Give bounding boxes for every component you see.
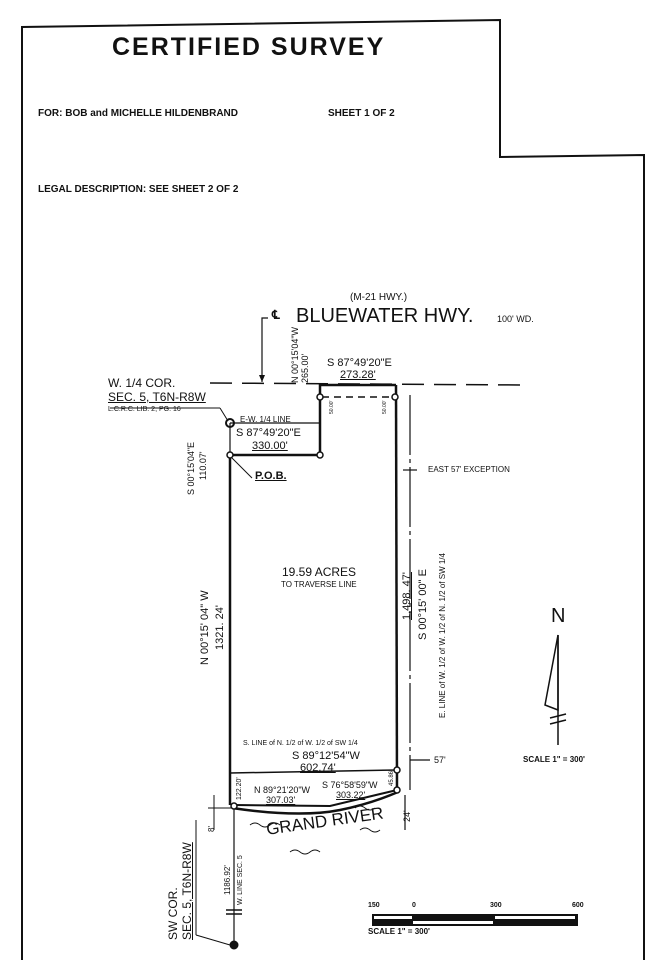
sheet-border [21, 18, 645, 960]
scale-tick-600: 600 [572, 902, 584, 909]
east-line-description: E. LINE of W. 1/2 of W. 1/2 of N. 1/2 of… [438, 553, 447, 718]
dim-8: 8' [207, 826, 216, 832]
dim-24: 24' [402, 810, 412, 822]
sw-corner-section: SEC. 5, T6N-R8W [180, 842, 194, 940]
parcel-east-boundary [394, 384, 399, 793]
parcel-area: 19.59 ACRES [282, 565, 357, 579]
pob-marker [226, 451, 234, 459]
se-corner-upper [393, 766, 401, 774]
scale-bar-seg-2 [413, 921, 493, 924]
west-bearing: N 00°15' 04" W [199, 590, 211, 665]
row-distance-right: 50.00' [382, 400, 388, 414]
centerline-leader [261, 317, 268, 382]
parcel-area-note: TO TRAVERSE LINE [281, 580, 357, 589]
south-bearing: S 89°12'54"W [292, 750, 360, 762]
document-title: CERTIFIED SURVEY [112, 33, 386, 61]
top-bearing: S 87°49'20"E [327, 357, 392, 369]
jog-corner-marker [316, 451, 324, 459]
south-distance: 602.74' [300, 762, 336, 774]
west-jog-bearing: S 87°49'20"E [236, 427, 301, 439]
east-bearing: S 00°15' 00" E [417, 569, 429, 640]
scale-bar-seg-3 [495, 916, 575, 919]
north-offset-bearing: N 00°15'04"W [290, 326, 300, 383]
row-corner-left [316, 393, 324, 401]
scale-bar-seg-1 [374, 916, 412, 919]
pob-leader [231, 457, 253, 479]
sw-corner-label: SW COR. [166, 887, 180, 940]
dim-57: 57' [434, 755, 446, 765]
w-quarter-corner-section: SEC. 5, T6N-R8W [108, 390, 206, 404]
west-river-distance: 122.20' [236, 777, 243, 800]
w-section-line-label: W. LINE SEC. 5 [237, 855, 244, 905]
sw-offset-distance: 110.07' [198, 451, 208, 480]
traverse1-distance: 307.03' [266, 795, 296, 805]
legal-description-note: LEGAL DESCRIPTION: SEE SHEET 2 OF 2 [38, 184, 239, 195]
scale-tick-300: 300 [490, 902, 502, 909]
river-bank [231, 790, 399, 815]
south-line [229, 769, 398, 774]
client-name: FOR: BOB and MICHELLE HILDENBRAND [38, 108, 238, 119]
road-name: BLUEWATER HWY. [296, 305, 474, 327]
w-quarter-corner-marker [225, 418, 235, 428]
south-line-description: S. LINE of N. 1/2 of W. 1/2 of SW 1/4 [243, 740, 358, 747]
w-quarter-leader-2 [219, 407, 229, 422]
road-alt-name: (M-21 HWY.) [350, 292, 408, 303]
sw-leader [195, 934, 231, 946]
leader-arrowhead [259, 375, 265, 382]
sw-distance: 1186.92' [223, 865, 232, 895]
scale-tick-0: 0 [412, 902, 416, 909]
ew-quarter-line-label: E-W. 1/4 LINE [240, 415, 291, 424]
scale-bar-label: SCALE 1" = 300' [368, 927, 430, 936]
river-wave-2 [289, 849, 321, 855]
north-arrow-tick-1 [549, 713, 567, 719]
traverse2-distance: 303.22' [336, 790, 366, 800]
traverse2-bearing: S 76°58'59"W [322, 780, 378, 790]
east-exception-label: EAST 57' EXCEPTION [428, 465, 510, 474]
river-wave-4 [354, 805, 376, 811]
scale-bar-frame [372, 914, 578, 926]
traverse-line [233, 789, 398, 808]
sw-offset-bearing: S 00°15'04"E [186, 441, 196, 495]
pob-label: P.O.B. [255, 470, 287, 482]
w-quarter-corner-label: W. 1/4 COR. [108, 376, 176, 390]
traverse1-bearing: N 89°21'20"W [254, 785, 311, 795]
east-distance: 1,498. 47' [401, 572, 413, 620]
top-distance: 273.28' [340, 369, 376, 381]
river-wave-3 [359, 827, 381, 833]
west-distance: 1321. 24' [214, 605, 226, 650]
east-river-distance: 45.86' [389, 769, 395, 786]
row-distance-left: 50.00' [329, 400, 335, 414]
sheet-number: SHEET 1 OF 2 [328, 108, 395, 119]
parcel-top-boundary [318, 383, 396, 455]
north-offset-distance: 265.00' [300, 353, 310, 383]
north-arrow-label: N [551, 605, 566, 627]
sw-corner-marker [229, 940, 239, 950]
scale-tick-150: 150 [368, 902, 380, 909]
sw-river-corner [230, 802, 238, 810]
se-corner-lower [393, 786, 401, 794]
north-arrow-tick-2 [549, 719, 567, 725]
west-jog-distance: 330.00' [252, 440, 288, 452]
north-arrow-scale: SCALE 1" = 300' [523, 755, 585, 764]
road-centerline [209, 382, 521, 386]
north-arrow-head [544, 634, 559, 712]
row-corner-right [391, 393, 399, 401]
road-width: 100' WD. [497, 314, 534, 324]
w-quarter-corner-record: L.C.R.C. LIB. 2, PG. 16 [108, 406, 181, 413]
centerline-icon: ℄ [272, 308, 280, 322]
river-wave-1 [249, 822, 281, 828]
